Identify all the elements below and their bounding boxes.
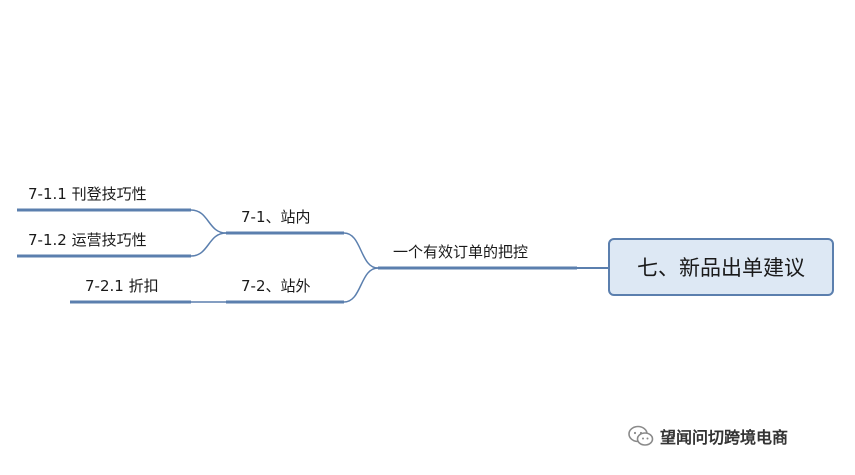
root-node-label: 七、新品出单建议 <box>637 256 805 280</box>
connector-branch-sub1 <box>343 232 379 269</box>
sub-node-site-internal[interactable]: 7-1、站内 <box>241 208 311 226</box>
connector-sub1-leaf11 <box>190 209 227 234</box>
watermark-text: 望闻问切跨境电商 <box>660 428 789 447</box>
connector-sub1-leaf12 <box>190 232 227 257</box>
leaf-node-discount[interactable]: 7-2.1 折扣 <box>85 277 159 295</box>
leaf-node-listing-skills[interactable]: 7-1.1 刊登技巧性 <box>28 185 147 203</box>
wechat-icon <box>628 425 654 446</box>
branch-node-label[interactable]: 一个有效订单的把控 <box>393 243 529 261</box>
leaf-node-operation-skills[interactable]: 7-1.2 运营技巧性 <box>28 231 147 249</box>
connector-branch-sub2 <box>343 267 379 303</box>
watermark: 望闻问切跨境电商 <box>628 424 788 448</box>
sub-node-site-external[interactable]: 7-2、站外 <box>241 277 311 295</box>
root-node[interactable]: 七、新品出单建议 <box>608 238 834 296</box>
